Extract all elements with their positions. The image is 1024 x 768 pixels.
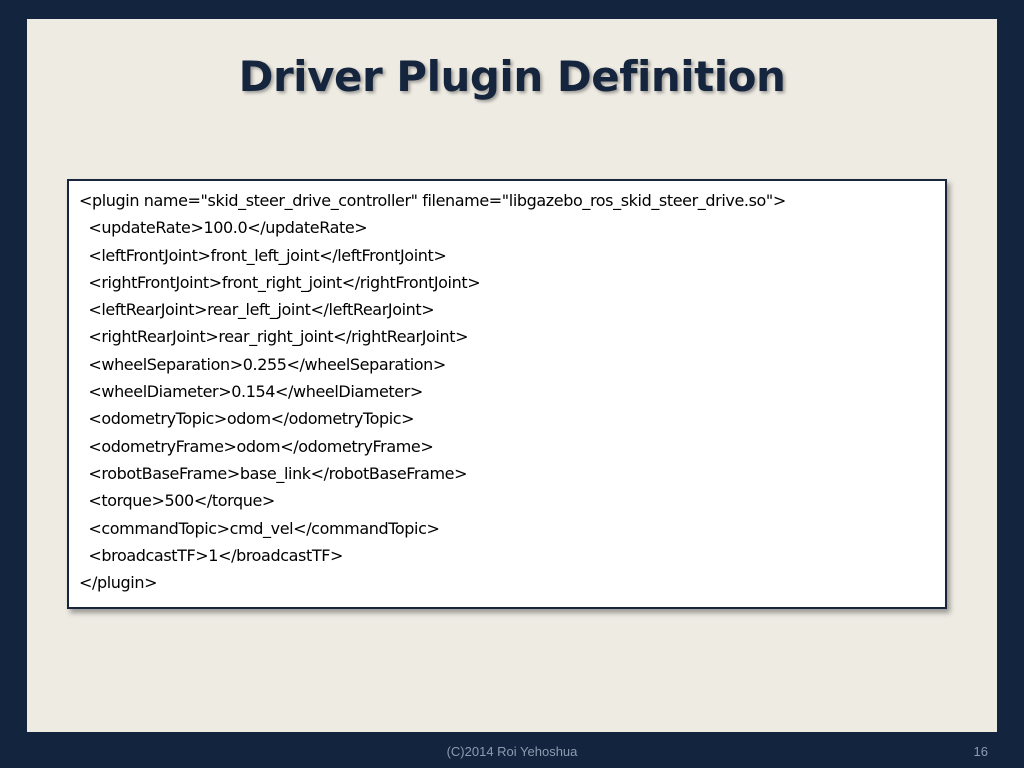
code-line: </plugin> bbox=[79, 573, 158, 593]
code-line: <rightFrontJoint>front_right_joint</righ… bbox=[79, 272, 481, 292]
code-line: <leftFrontJoint>front_left_joint</leftFr… bbox=[79, 245, 447, 265]
footer-copyright: (C)2014 Roi Yehoshua bbox=[446, 744, 578, 759]
code-line: <rightRearJoint>rear_right_joint</rightR… bbox=[79, 327, 469, 347]
code-line: <odometryTopic>odom</odometryTopic> bbox=[79, 409, 415, 429]
code-line: <commandTopic>cmd_vel</commandTopic> bbox=[79, 518, 440, 538]
code-line: <wheelSeparation>0.255</wheelSeparation> bbox=[79, 354, 446, 374]
code-line: <leftRearJoint>rear_left_joint</leftRear… bbox=[79, 300, 435, 320]
slide-title: Driver Plugin Definition bbox=[238, 52, 786, 101]
code-box: <plugin name="skid_steer_drive_controlle… bbox=[67, 179, 947, 609]
code-line: <updateRate>100.0</updateRate> bbox=[79, 218, 368, 238]
page-number: 16 bbox=[973, 744, 988, 759]
code-line: <broadcastTF>1</broadcastTF> bbox=[79, 545, 344, 565]
code-line: <plugin name="skid_steer_drive_controlle… bbox=[79, 191, 786, 210]
code-line: <torque>500</torque> bbox=[79, 491, 275, 511]
code-line: <wheelDiameter>0.154</wheelDiameter> bbox=[79, 382, 423, 402]
code-line: <odometryFrame>odom</odometryFrame> bbox=[79, 436, 434, 456]
code-line: <robotBaseFrame>base_link</robotBaseFram… bbox=[79, 463, 468, 483]
